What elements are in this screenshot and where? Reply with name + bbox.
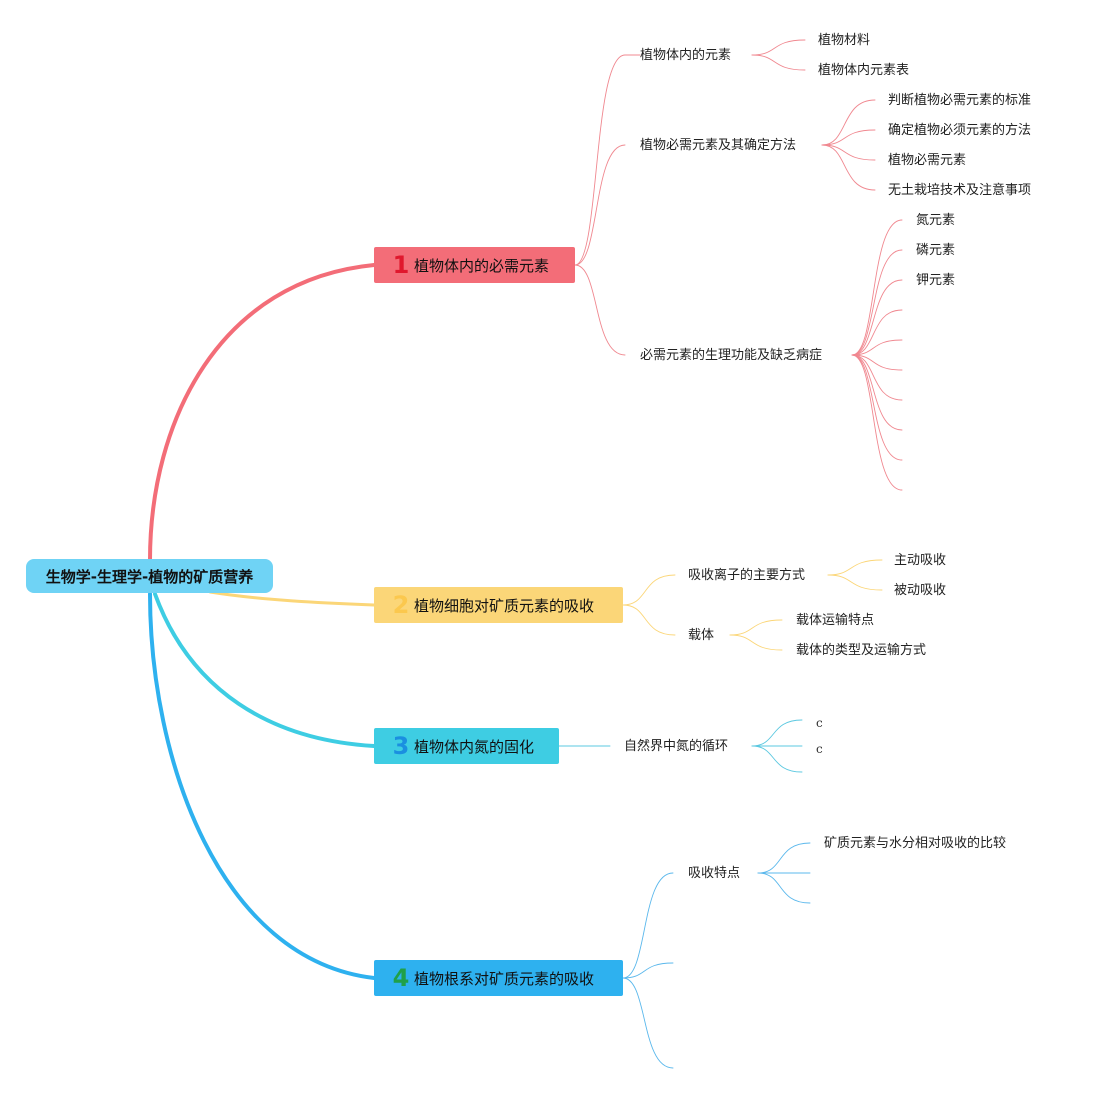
connector-1-2-3	[821, 144, 876, 161]
root-topic[interactable]: 生物学-生理学-植物的矿质营养	[26, 559, 273, 593]
branch-number-2: 2	[392, 591, 410, 619]
connector-1-2-1	[821, 99, 876, 146]
connector-4-1-1	[757, 842, 811, 874]
leaf-1-2-2[interactable]: 确定植物必须元素的方法	[888, 123, 1032, 138]
connector-4-1-3	[757, 872, 811, 904]
branch-label-4: 植物根系对矿质元素的吸收	[414, 969, 595, 988]
connector-1-3-10	[851, 354, 903, 491]
connector-2-2-2	[729, 634, 783, 651]
connector-root-branch-1	[148, 263, 376, 562]
connector-1-1-2	[751, 54, 806, 71]
subtopic-3-1[interactable]: 自然界中氮的循环	[624, 739, 729, 754]
connector-1-3-6	[851, 354, 903, 371]
connector-1-2-4	[821, 144, 876, 191]
subtopic-2-2[interactable]: 载体	[688, 628, 715, 643]
branch-number-4: 4	[392, 964, 410, 992]
leaf-1-3-3[interactable]: 钾元素	[916, 273, 956, 288]
branch-label-3: 植物体内氮的固化	[414, 737, 535, 756]
root-topic-label: 生物学-生理学-植物的矿质营养	[45, 567, 254, 586]
connector-2-1-1	[827, 559, 883, 576]
connector-branch-2-1	[622, 574, 676, 606]
connector-2-1-2	[827, 574, 883, 591]
leaf-1-3-2[interactable]: 磷元素	[916, 243, 956, 258]
branch-topic-2[interactable]: 2 植物细胞对矿质元素的吸收	[374, 587, 623, 623]
subtopic-1-1[interactable]: 植物体内的元素	[640, 48, 732, 63]
connector-1-1-1	[751, 39, 806, 56]
connector-1-3-3	[851, 279, 903, 356]
connector-1-3-4	[851, 309, 903, 356]
leaf-1-1-2[interactable]: 植物体内元素表	[818, 63, 910, 78]
branch-number-1: 1	[392, 251, 410, 279]
branch-topic-1[interactable]: 1 植物体内的必需元素	[374, 247, 575, 283]
connector-2-2-1	[729, 619, 783, 636]
branch-label-2: 植物细胞对矿质元素的吸收	[414, 596, 595, 615]
leaf-1-2-1[interactable]: 判断植物必需元素的标准	[888, 93, 1032, 108]
connector-root-branch-4	[148, 592, 376, 980]
connector-1-3-8	[851, 354, 903, 431]
connector-branch-1-2	[574, 144, 626, 266]
connector-3-1-3	[751, 745, 803, 773]
subtopic-2-1[interactable]: 吸收离子的主要方式	[688, 568, 806, 583]
leaf-1-3-1[interactable]: 氮元素	[916, 213, 956, 228]
connector-1-3-2	[851, 249, 903, 356]
leaf-2-2-2[interactable]: 载体的类型及运输方式	[796, 643, 927, 658]
connector-branch-4-1	[622, 872, 674, 979]
connector-root-branch-2	[208, 590, 376, 607]
subtopic-1-2[interactable]: 植物必需元素及其确定方法	[640, 138, 797, 153]
connector-1-3-5	[851, 339, 903, 356]
connector-1-3-9	[851, 354, 903, 461]
connector-1-3-1	[851, 219, 903, 356]
connector-3-1-1	[751, 719, 803, 747]
branch-topic-4[interactable]: 4 植物根系对矿质元素的吸收	[374, 960, 623, 996]
connector-1-3-7	[851, 354, 903, 401]
connector-1-2-2	[821, 129, 876, 146]
leaf-1-2-4[interactable]: 无土栽培技术及注意事项	[888, 183, 1032, 198]
connector-branch-1-1	[574, 54, 626, 266]
connector-root-branch-3	[153, 592, 376, 748]
leaf-2-2-1[interactable]: 载体运输特点	[796, 613, 875, 628]
subtopic-1-3[interactable]: 必需元素的生理功能及缺乏病症	[640, 348, 823, 363]
leaf-3-1-1[interactable]: c	[816, 716, 823, 730]
leaf-3-1-2[interactable]: c	[816, 742, 823, 756]
connector-branch-1-3	[574, 264, 626, 356]
branch-number-3: 3	[392, 732, 410, 760]
leaf-1-2-3[interactable]: 植物必需元素	[888, 153, 967, 168]
leaf-2-1-1[interactable]: 主动吸收	[894, 553, 947, 568]
connector-branch-4-3	[622, 977, 674, 1069]
branch-topic-3[interactable]: 3 植物体内氮的固化	[374, 728, 559, 764]
branch-label-1: 植物体内的必需元素	[414, 256, 550, 275]
leaf-4-1-1[interactable]: 矿质元素与水分相对吸收的比较	[824, 836, 1007, 851]
leaf-2-1-2[interactable]: 被动吸收	[894, 583, 947, 598]
connector-branch-4-2	[622, 962, 674, 979]
subtopic-4-1[interactable]: 吸收特点	[688, 866, 741, 881]
connector-branch-2-2	[622, 604, 676, 636]
leaf-1-1-1[interactable]: 植物材料	[818, 33, 871, 48]
